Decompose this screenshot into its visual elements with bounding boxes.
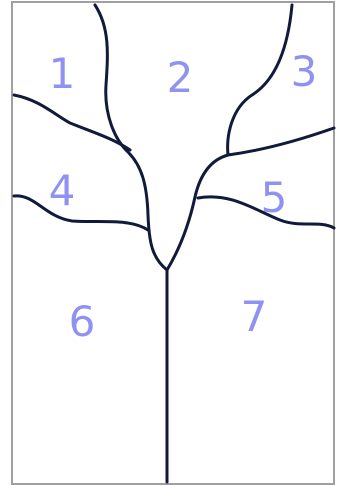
region-label-7: 7 xyxy=(241,292,268,341)
branch-line-upper-left xyxy=(14,95,130,150)
branch-line-right xyxy=(167,128,334,270)
region-label-3: 3 xyxy=(291,47,318,96)
region-label-6: 6 xyxy=(69,297,96,346)
region-label-5: 5 xyxy=(261,173,288,222)
region-label-2: 2 xyxy=(167,53,194,102)
branch-line-top-right xyxy=(228,5,292,155)
branch-line-middle-left xyxy=(14,196,148,230)
region-label-4: 4 xyxy=(49,166,76,215)
region-label-1: 1 xyxy=(49,49,76,98)
